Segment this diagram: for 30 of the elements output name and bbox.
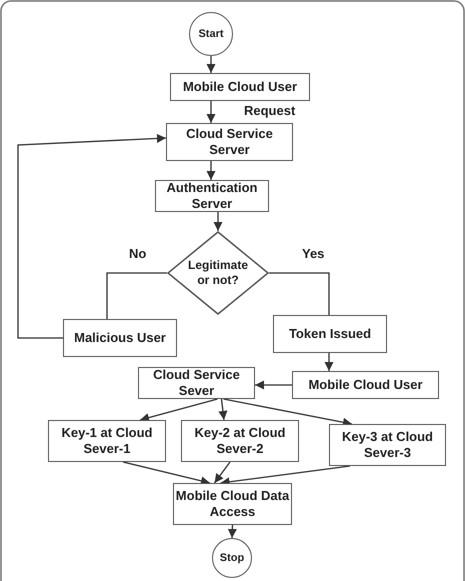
edge-label: No [127,246,148,261]
process-box: Key-2 at Cloud Sever-2 [181,420,299,462]
process-box: Cloud Service Server [166,123,293,161]
arrow [122,461,210,486]
arrow [17,134,166,339]
edge-label: Yes [300,246,326,261]
process-box: Mobile Cloud Data Access [173,483,292,525]
process-box: Key-1 at Cloud Sever-1 [48,420,166,462]
decision-diamond: Legitimate or not? [167,231,269,315]
process-box: Malicious User [63,319,177,357]
arrow [223,398,352,427]
arrow [206,161,216,180]
process-box: Token Issued [273,315,387,353]
process-box: Mobile Cloud User [170,73,310,101]
process-box: Mobile Cloud User [292,371,439,399]
arrow [324,353,334,371]
arrow [214,462,231,484]
terminal-circle: Start [189,12,233,56]
arrow [213,212,223,231]
arrow [206,56,216,73]
arrow [140,398,218,422]
process-box: Key-3 at Cloud Sever-3 [329,424,446,466]
arrow [206,101,216,123]
process-box: Authentication Server [155,180,269,212]
arrow [255,380,292,390]
process-box: Cloud Service Sever [138,367,255,399]
terminal-circle: Stop [212,538,252,578]
edge-label: Request [242,103,298,118]
arrow [218,398,228,420]
arrow [228,524,237,538]
